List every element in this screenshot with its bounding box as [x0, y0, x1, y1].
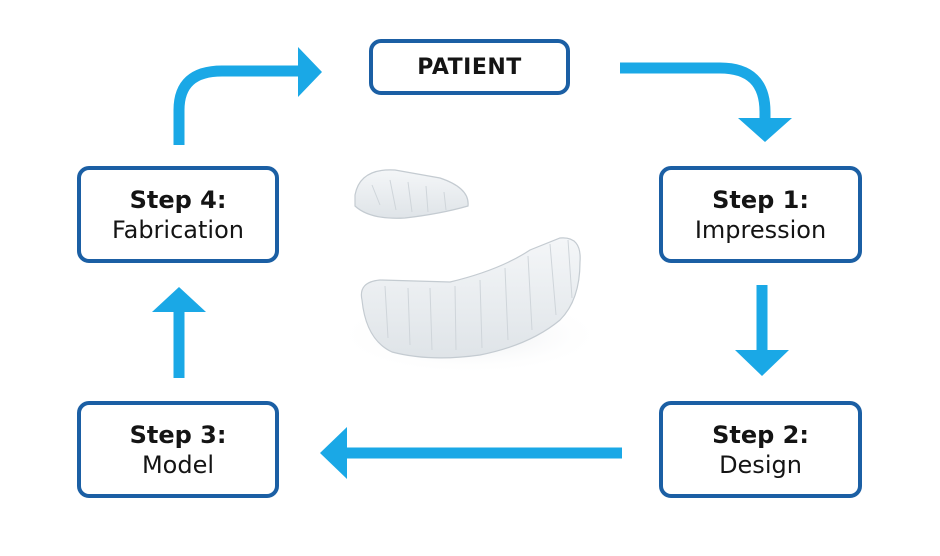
step2-node: Step 2: Design	[659, 401, 862, 498]
step1-name: Impression	[694, 215, 827, 244]
step1-number: Step 1:	[712, 185, 809, 214]
step3-number: Step 3:	[129, 420, 227, 449]
arrow-patient-to-step1	[620, 62, 792, 142]
arrow-step1-to-step2	[735, 285, 789, 376]
step2-number: Step 2:	[712, 420, 809, 449]
patient-node: PATIENT	[369, 39, 570, 95]
clear-aligner-trays-image	[335, 169, 605, 375]
step3-node: Step 3: Model	[77, 401, 279, 498]
upper-aligner-tray	[354, 169, 469, 219]
lower-aligner-tray	[360, 237, 581, 359]
step4-node: Step 4: Fabrication	[77, 166, 279, 263]
arrow-step4-to-patient	[173, 47, 322, 145]
arrow-step2-to-step3	[320, 427, 622, 479]
step2-name: Design	[719, 450, 802, 479]
step1-node: Step 1: Impression	[659, 166, 862, 263]
arrow-step3-to-step4	[152, 287, 206, 378]
step3-name: Model	[141, 450, 215, 479]
step4-name: Fabrication	[112, 215, 244, 244]
step4-number: Step 4:	[129, 185, 227, 214]
patient-label: PATIENT	[417, 54, 522, 80]
